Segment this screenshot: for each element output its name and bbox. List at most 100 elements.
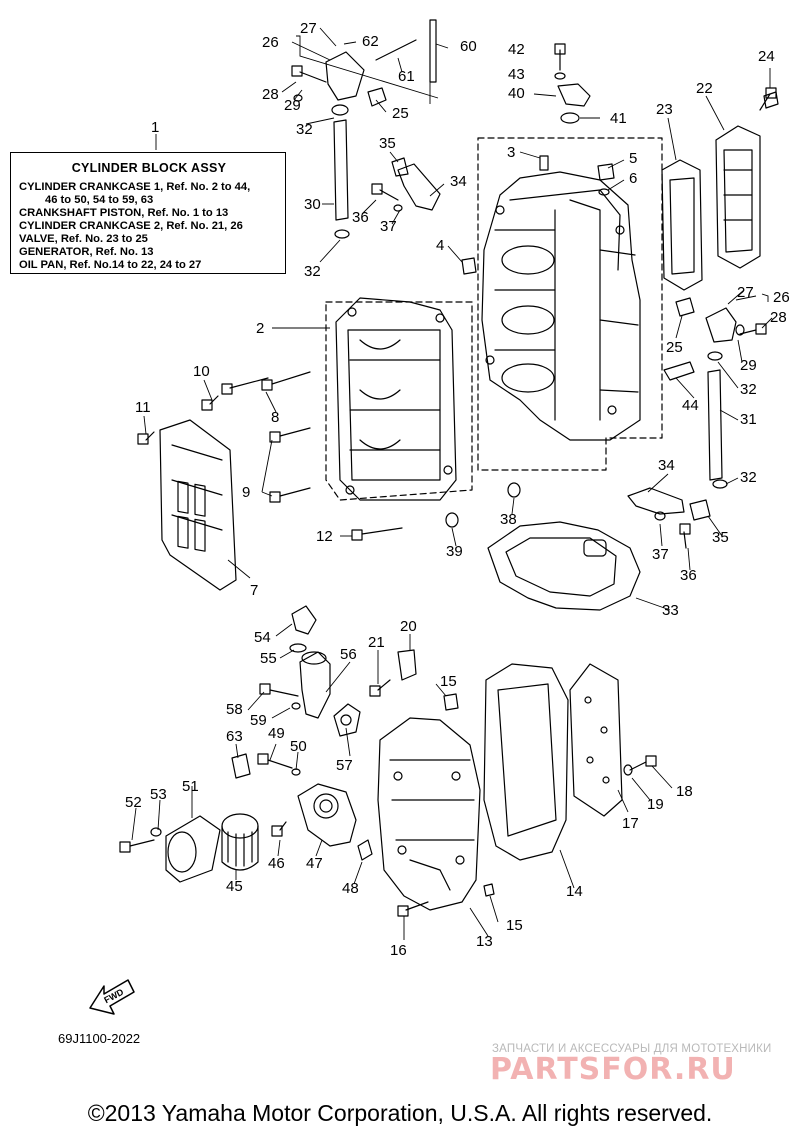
callout-15-top: 15 xyxy=(440,673,457,690)
callout-35-top: 35 xyxy=(379,135,396,152)
callout-27-top: 27 xyxy=(300,20,317,37)
callout-16: 16 xyxy=(390,942,407,959)
shape-48 xyxy=(357,839,373,861)
callout-24: 24 xyxy=(758,48,775,65)
gasket-33 xyxy=(487,521,641,611)
callout-37-bottom: 37 xyxy=(652,546,669,563)
callout-62: 62 xyxy=(362,33,379,50)
pin-4 xyxy=(461,257,477,275)
callout-10: 10 xyxy=(193,363,210,380)
watermark-tagline: ЗАПЧАСТИ И АКСЕССУАРЫ ДЛЯ МОТОТЕХНИКИ xyxy=(492,1043,772,1055)
rod-61 xyxy=(375,39,417,61)
callout-51: 51 xyxy=(182,778,199,795)
callout-55: 55 xyxy=(260,650,277,667)
callout-12: 12 xyxy=(316,528,333,545)
callout-21: 21 xyxy=(368,634,385,651)
callout-40: 40 xyxy=(508,85,525,102)
callout-numbers: 1 2 3 4 5 6 7 8 9 10 11 12 13 14 15 15 1… xyxy=(125,20,790,959)
callout-29-top: 29 xyxy=(284,97,301,114)
callout-61: 61 xyxy=(398,68,415,85)
legend-box: CYLINDER BLOCK ASSY CYLINDER CRANKCASE 1… xyxy=(10,152,286,274)
fwd-arrow: FWD xyxy=(89,979,135,1015)
callout-36-top: 36 xyxy=(352,209,369,226)
callout-59: 59 xyxy=(250,712,267,729)
callout-17: 17 xyxy=(622,815,639,832)
callout-20: 20 xyxy=(400,618,417,635)
cylinder-block xyxy=(481,171,641,441)
plug-25-right xyxy=(675,297,695,317)
legend-line: CRANKSHAFT PISTON, Ref. No. 1 to 13 xyxy=(19,207,229,219)
callout-35-bottom: 35 xyxy=(712,529,729,546)
callout-33: 33 xyxy=(662,602,679,619)
callout-32-a: 32 xyxy=(296,121,313,138)
callout-28-right: 28 xyxy=(770,309,787,326)
gasket-57 xyxy=(333,703,361,737)
callout-15-bottom: 15 xyxy=(506,917,523,934)
legend-line: CYLINDER CRANKCASE 1, Ref. No. 2 to 44, xyxy=(19,181,251,193)
dowel-15-bottom xyxy=(483,883,495,897)
sender-40 xyxy=(557,83,591,107)
callout-23: 23 xyxy=(656,101,673,118)
callout-49: 49 xyxy=(268,725,285,742)
plug-25-top xyxy=(367,87,387,107)
watermark-brand: PARTSFOR.RU xyxy=(490,1052,736,1087)
cylinder-block-dashed-outline xyxy=(325,137,663,501)
callout-48: 48 xyxy=(342,880,359,897)
callout-29-right: 29 xyxy=(740,357,757,374)
callout-6: 6 xyxy=(629,170,637,187)
legend-line: OIL PAN, Ref. No.14 to 22, 24 to 27 xyxy=(19,259,202,271)
legend-line: 46 to 50, 54 to 59, 63 xyxy=(45,194,154,206)
callout-11: 11 xyxy=(135,399,151,416)
cap-5 xyxy=(597,163,615,181)
valve-cover-22 xyxy=(715,125,761,269)
callout-41: 41 xyxy=(610,110,627,127)
callout-34-top: 34 xyxy=(450,173,467,190)
oil-pan xyxy=(377,717,481,911)
tube-30 xyxy=(333,119,349,221)
callout-22: 22 xyxy=(696,80,713,97)
callout-50: 50 xyxy=(290,738,307,755)
callout-32-b: 32 xyxy=(304,263,321,280)
callout-14: 14 xyxy=(566,883,583,900)
legend-line: CYLINDER CRANKCASE 2, Ref. No. 21, 26 xyxy=(19,220,243,232)
callout-13: 13 xyxy=(476,933,493,950)
sensor-60 xyxy=(429,19,437,83)
bracket-34-top xyxy=(397,163,441,211)
callout-1: 1 xyxy=(151,119,159,136)
part-code: 69J1100-2022 xyxy=(58,1031,141,1046)
copyright-notice: ©2013 Yamaha Motor Corporation, U.S.A. A… xyxy=(87,1100,713,1126)
callout-45: 45 xyxy=(226,878,243,895)
callout-58: 58 xyxy=(226,701,243,718)
callout-5: 5 xyxy=(629,150,637,167)
gasket-23 xyxy=(661,159,703,291)
callout-60: 60 xyxy=(460,38,477,55)
callout-4: 4 xyxy=(436,237,444,254)
plate-17 xyxy=(569,663,623,817)
filter-bracket xyxy=(297,783,357,847)
bolts xyxy=(119,43,777,917)
callout-57: 57 xyxy=(336,757,353,774)
legend-line: VALVE, Ref. No. 23 to 25 xyxy=(19,233,148,245)
callout-52: 52 xyxy=(125,794,142,811)
bolt-24 xyxy=(763,91,779,109)
elbow-56 xyxy=(299,651,331,719)
callout-56: 56 xyxy=(340,646,357,663)
callout-27-right: 27 xyxy=(737,284,754,301)
tube-31 xyxy=(707,369,723,481)
callout-26-top: 26 xyxy=(262,34,279,51)
callout-8: 8 xyxy=(271,409,279,426)
callout-38: 38 xyxy=(500,511,517,528)
cap-54 xyxy=(291,605,317,635)
callout-18: 18 xyxy=(676,783,693,800)
callout-34-bottom: 34 xyxy=(658,457,675,474)
switch-63 xyxy=(231,753,251,779)
callout-32-d: 32 xyxy=(740,469,757,486)
cap-35-bottom xyxy=(689,499,711,521)
legend-line: GENERATOR, Ref. No. 13 xyxy=(19,246,154,258)
exhaust-cover-plate xyxy=(159,419,237,591)
callout-39: 39 xyxy=(446,543,463,560)
callout-9: 9 xyxy=(242,484,250,501)
callout-37-top: 37 xyxy=(380,218,397,235)
callout-43: 43 xyxy=(508,66,525,83)
